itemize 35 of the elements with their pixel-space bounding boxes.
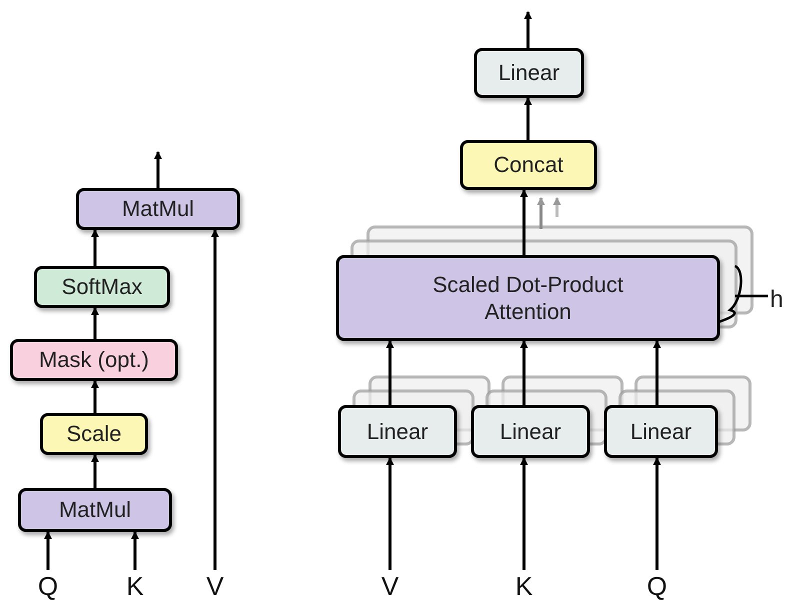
input-label: K: [120, 570, 150, 602]
arrow: [520, 189, 528, 255]
arrow: [653, 340, 661, 405]
process-box: Concat: [460, 140, 597, 190]
process-box: SoftMax: [34, 266, 170, 308]
process-box: Mask (opt.): [10, 339, 178, 381]
input-label: Q: [642, 570, 672, 602]
arrow: [386, 457, 394, 570]
input-label: K: [509, 570, 539, 602]
input-label: V: [200, 570, 230, 602]
process-box: Linear: [338, 405, 457, 458]
arrow: [211, 229, 219, 570]
arrow: [91, 307, 99, 339]
arrow: [91, 454, 99, 488]
arrow: [520, 340, 528, 405]
process-box: Scale: [40, 413, 148, 455]
process-box: Scaled Dot-Product Attention: [336, 255, 720, 341]
process-box: Linear: [604, 405, 718, 458]
arrow: [524, 97, 532, 140]
process-box: MatMul: [76, 188, 240, 230]
arrow: [91, 380, 99, 413]
process-box: Linear: [471, 405, 590, 458]
arrow: [154, 151, 162, 188]
arrow: [386, 340, 394, 405]
arrow: [524, 11, 532, 48]
arrow: [653, 457, 661, 570]
arrow: [520, 457, 528, 570]
process-box: MatMul: [18, 488, 172, 532]
input-label: V: [375, 570, 405, 602]
process-box: Linear: [474, 48, 584, 98]
arrow: [91, 229, 99, 266]
arrow: [44, 531, 52, 570]
input-label: Q: [33, 570, 63, 602]
arrow: [131, 531, 139, 570]
head-count-label: h: [770, 285, 784, 315]
